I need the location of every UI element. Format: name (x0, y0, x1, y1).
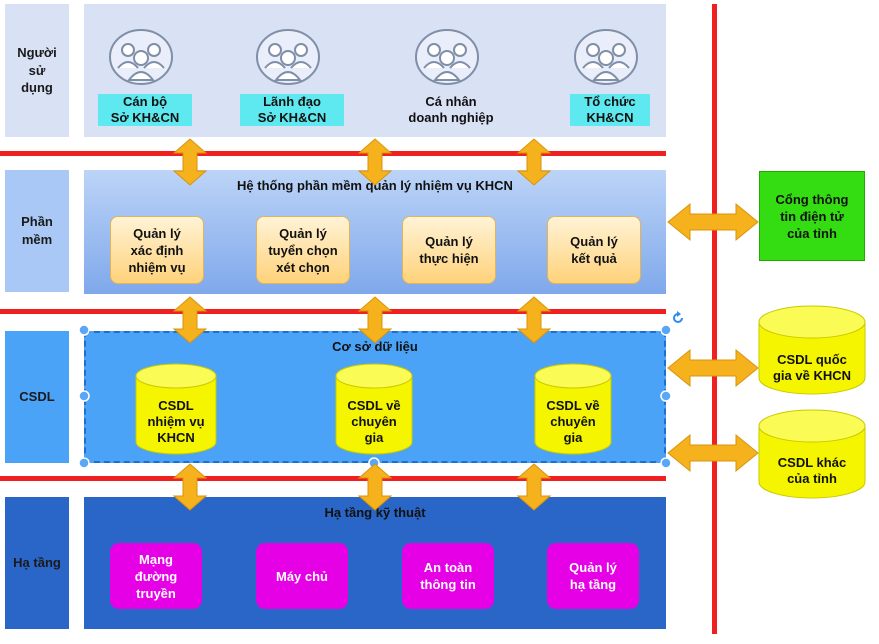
separator-line-2 (0, 309, 666, 314)
database-experts-2-label: CSDL về chuyên gia (546, 398, 600, 445)
up-down-arrow-icon (517, 296, 551, 344)
database-experts-1-label: CSDL về chuyên gia (347, 398, 401, 445)
separator-line-1 (0, 151, 666, 156)
infra-security: An toàn thông tin (402, 543, 494, 609)
module-selection: Quản lý tuyển chọn xét chọn (256, 216, 350, 284)
infra-servers: Máy chủ (256, 543, 348, 609)
up-down-arrow-icon (358, 138, 392, 186)
provincial-portal-label: Cổng thông tin điện tử của tỉnh (775, 191, 849, 241)
users-group-icon (256, 29, 320, 85)
selection-handles[interactable] (76, 322, 688, 472)
left-right-arrow-icon (667, 434, 759, 472)
other-db-label: CSDL khác của tỉnh (777, 455, 847, 486)
up-down-arrow-icon (517, 138, 551, 186)
separator-line-3 (0, 476, 666, 481)
infra-network: Mạng đường truyền (110, 543, 202, 609)
database-cylinder-experts-2 (534, 363, 612, 455)
software-title: Hệ thống phần mềm quản lý nhiệm vụ KHCN (237, 178, 513, 193)
up-down-arrow-icon (517, 463, 551, 511)
users-group-icon (415, 29, 479, 85)
up-down-arrow-icon (173, 463, 207, 511)
infra-management: Quản lý hạ tầng (547, 543, 639, 609)
database-title: Cơ sở dữ liệu (332, 339, 418, 354)
module-implementation: Quản lý thực hiện (402, 216, 496, 284)
layer-label-database: CSDL (5, 331, 69, 463)
layer-label-infrastructure: Hạ tầng (5, 497, 69, 629)
user-label-organizations: Tổ chức KH&CN (570, 94, 650, 126)
up-down-arrow-icon (358, 463, 392, 511)
users-group-icon (574, 29, 638, 85)
provincial-portal-box: Cổng thông tin điện tử của tỉnh (759, 171, 865, 261)
up-down-arrow-icon (173, 138, 207, 186)
module-task-identification: Quản lý xác định nhiệm vụ (110, 216, 204, 284)
database-tasks-label: CSDL nhiệm vụ KHCN (147, 398, 205, 445)
vertical-bus-line (712, 4, 717, 634)
rotate-handle-icon[interactable] (671, 311, 685, 325)
up-down-arrow-icon (358, 296, 392, 344)
infrastructure-title: Hạ tầng kỹ thuật (324, 505, 426, 520)
national-db-label: CSDL quốc gia về KHCN (772, 352, 852, 383)
user-label-leaders: Lãnh đạo Sở KH&CN (240, 94, 344, 126)
up-down-arrow-icon (173, 296, 207, 344)
left-right-arrow-icon (667, 203, 759, 241)
user-label-staff: Cán bộ Sở KH&CN (98, 94, 192, 126)
national-db-cylinder (758, 305, 866, 395)
layer-label-users: Người sử dụng (5, 4, 69, 137)
other-db-cylinder (758, 409, 866, 499)
users-group-icon (109, 29, 173, 85)
left-right-arrow-icon (667, 349, 759, 387)
module-results: Quản lý kết quả (547, 216, 641, 284)
user-label-individuals: Cá nhân doanh nghiệp (408, 94, 494, 125)
database-cylinder-tasks (135, 363, 217, 455)
database-cylinder-experts-1 (335, 363, 413, 455)
layer-label-software: Phần mềm (5, 170, 69, 292)
